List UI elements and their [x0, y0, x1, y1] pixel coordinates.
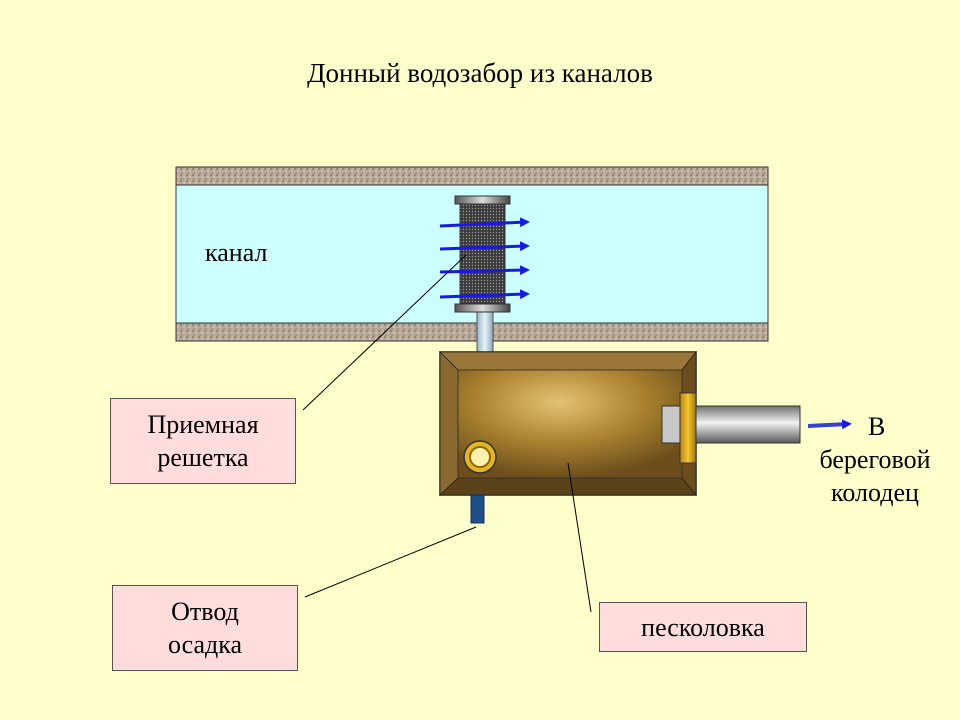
intake-grate — [454, 195, 511, 313]
sand-trap-label: песколовка — [599, 602, 807, 652]
sludge-outlet-label-line1: Отвод — [171, 597, 239, 626]
canal-label: канал — [205, 238, 268, 267]
grate-top-cap — [454, 195, 511, 205]
outflow-arrow — [807, 419, 852, 430]
flow-arrow — [439, 241, 530, 252]
leader-lines — [302, 254, 592, 613]
flow-arrow — [439, 265, 530, 276]
destination-label: В береговой колодец — [800, 410, 950, 509]
intake-grate-label-line1: Приемная — [147, 410, 259, 439]
leader-sludge — [304, 526, 477, 598]
outlet-flange — [679, 392, 697, 464]
riser-pipe — [476, 308, 494, 356]
canal-top-bank — [175, 166, 769, 186]
sludge-outlet-label-line2: осадка — [167, 630, 243, 659]
destination-label-line3: колодец — [831, 478, 919, 507]
canal-bottom-bank — [175, 322, 769, 342]
flow-arrows — [439, 217, 530, 300]
flow-arrow — [439, 289, 530, 300]
intake-grate-label: Приемная решетка — [110, 398, 296, 484]
grate-bottom-cap — [454, 303, 511, 313]
sand-trap-label-text: песколовка — [641, 612, 765, 642]
destination-label-line2: береговой — [819, 445, 931, 474]
inlet-ring-icon — [463, 440, 497, 474]
leader-grate — [302, 254, 467, 411]
page-title: Донный водозабор из каналов — [307, 58, 653, 88]
leader-sand-trap — [567, 462, 592, 613]
grate-mesh — [459, 203, 506, 305]
destination-label-line1: В — [868, 412, 886, 441]
sludge-drain-pipe — [470, 494, 485, 524]
outlet-pipe — [661, 392, 801, 464]
sludge-outlet-label: Отвод осадка — [112, 585, 298, 671]
flow-arrow — [439, 217, 530, 228]
intake-grate-label-line2: решетка — [157, 443, 249, 472]
